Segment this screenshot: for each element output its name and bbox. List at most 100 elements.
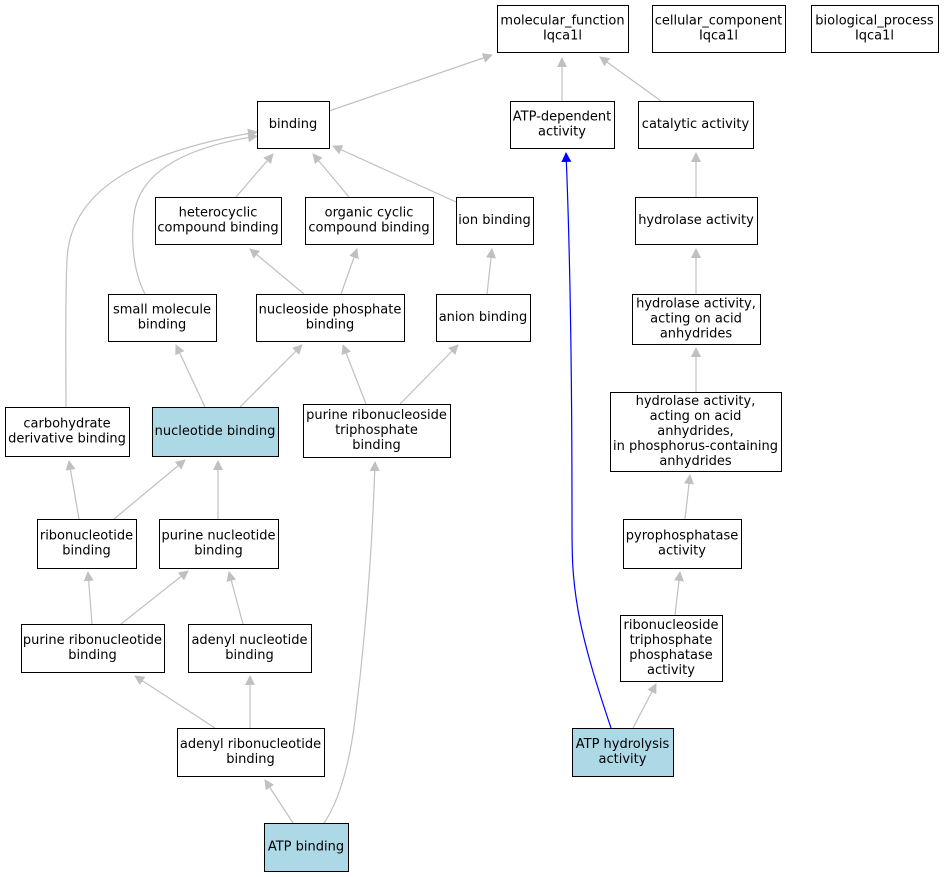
node-label-line: activity	[538, 125, 586, 140]
edge	[340, 248, 359, 295]
node-label-line: ATP-dependent	[513, 110, 611, 125]
edge	[599, 56, 662, 102]
node-hydrolase-acid-anhydrides[interactable]: hydrolase activity,acting on acidanhydri…	[632, 294, 761, 345]
edge	[684, 474, 694, 520]
node-box	[256, 294, 405, 342]
node-label-line: ATP hydrolysis	[576, 737, 670, 752]
node-label-line: binding	[225, 648, 273, 663]
node-label-line: phosphatase	[629, 648, 713, 663]
edge-purine-ribonucleoside-triphosphate-binding-to-anion-binding	[399, 344, 459, 405]
node-label-line: purine nucleotide	[162, 529, 276, 544]
edge	[328, 53, 493, 112]
node-catalytic-activity[interactable]: catalytic activity	[638, 101, 754, 149]
node-box	[257, 101, 330, 149]
node-hydrolase-phosphorus-anhydrides[interactable]: hydrolase activity,acting on acidanhydri…	[610, 392, 782, 472]
node-ion-binding[interactable]: ion binding	[456, 197, 534, 245]
node-box	[177, 728, 325, 777]
node-anion-binding[interactable]: anion binding	[436, 294, 531, 342]
node-box	[108, 294, 217, 342]
node-atp-binding[interactable]: ATP binding	[264, 823, 349, 872]
node-box	[456, 197, 534, 245]
edge-catalytic-activity-to-molecular-function	[599, 56, 662, 102]
node-nucleotide-binding[interactable]: nucleotide binding	[152, 407, 279, 457]
node-box	[5, 407, 130, 457]
edge-ion-binding-to-binding	[332, 145, 457, 203]
node-label-line: acting on acid	[650, 312, 742, 327]
node-label-line: nucleotide binding	[155, 424, 276, 439]
node-box	[152, 407, 279, 457]
edge-purine-ribonucleotide-binding-to-ribonucleotide-binding	[83, 571, 94, 625]
node-box	[632, 294, 761, 345]
node-label-line: compound binding	[157, 221, 278, 236]
edge	[83, 571, 94, 625]
edge	[235, 153, 274, 198]
edge	[175, 344, 206, 408]
node-label-line: organic cyclic	[325, 206, 414, 221]
node-label-line: adenyl ribonucleotide	[180, 737, 321, 752]
edge-ribonucleotide-binding-to-nucleotide-binding	[113, 459, 186, 520]
node-label-line: activity	[599, 752, 647, 767]
edge	[226, 571, 244, 625]
node-box	[572, 728, 674, 777]
node-ribonucleoside-triphosphate-phosphatase-activity[interactable]: ribonucleosidetriphosphatephosphataseact…	[620, 615, 723, 682]
edge-binding-to-molecular-function	[328, 53, 493, 112]
node-box	[37, 519, 137, 569]
node-label-line: activity	[647, 663, 695, 678]
node-label-line: binding	[62, 544, 110, 559]
edge	[332, 145, 457, 203]
edge-atp-hydrolysis-activity-to-atp-dependent-activity	[561, 152, 612, 729]
edge	[561, 152, 612, 729]
edge	[65, 128, 258, 408]
node-box	[305, 197, 434, 245]
edge	[632, 683, 657, 729]
node-label-line: biological_process	[815, 14, 934, 29]
node-label-line: Iqca1l	[699, 29, 738, 44]
node-label-line: Iqca1l	[855, 29, 894, 44]
node-label-line: triphosphate	[630, 633, 713, 648]
edge-purine-ribonucleoside-triphosphate-binding-to-nucleoside-phosphate-binding	[341, 344, 367, 405]
node-binding[interactable]: binding	[257, 101, 330, 149]
edge-nucleotide-binding-to-nucleoside-phosphate-binding	[239, 344, 303, 408]
node-box	[652, 5, 786, 53]
edge-heterocyclic-compound-binding-to-binding	[235, 153, 274, 198]
edge	[65, 460, 80, 520]
node-label-line: activity	[658, 544, 706, 559]
node-label-line: derivative binding	[8, 432, 126, 447]
node-label-line: acting on acid	[650, 409, 742, 424]
edge-organic-cyclic-compound-binding-to-binding	[312, 153, 350, 198]
node-box	[188, 624, 312, 673]
node-label-line: hydrolase activity	[638, 213, 754, 228]
edge	[264, 779, 294, 824]
node-hydrolase-activity[interactable]: hydrolase activity	[635, 197, 758, 245]
edge-carbohydrate-derivative-binding-to-binding	[65, 128, 258, 408]
edge-nucleoside-phosphate-binding-to-organic-cyclic-compound-binding	[340, 248, 359, 295]
node-label-line: cellular_component	[655, 14, 783, 29]
edge-anion-binding-to-ion-binding	[486, 248, 496, 295]
edge	[134, 675, 216, 729]
edge	[323, 461, 380, 824]
node-label-line: adenyl nucleotide	[191, 633, 307, 648]
node-box	[811, 5, 939, 53]
node-label-line: nucleoside phosphate	[259, 303, 402, 318]
node-label-line: binding	[68, 648, 116, 663]
node-label-line: binding	[138, 318, 186, 333]
node-label-line: binding	[352, 438, 400, 453]
edge-nucleoside-phosphate-binding-to-heterocyclic-compound-binding	[249, 248, 305, 295]
